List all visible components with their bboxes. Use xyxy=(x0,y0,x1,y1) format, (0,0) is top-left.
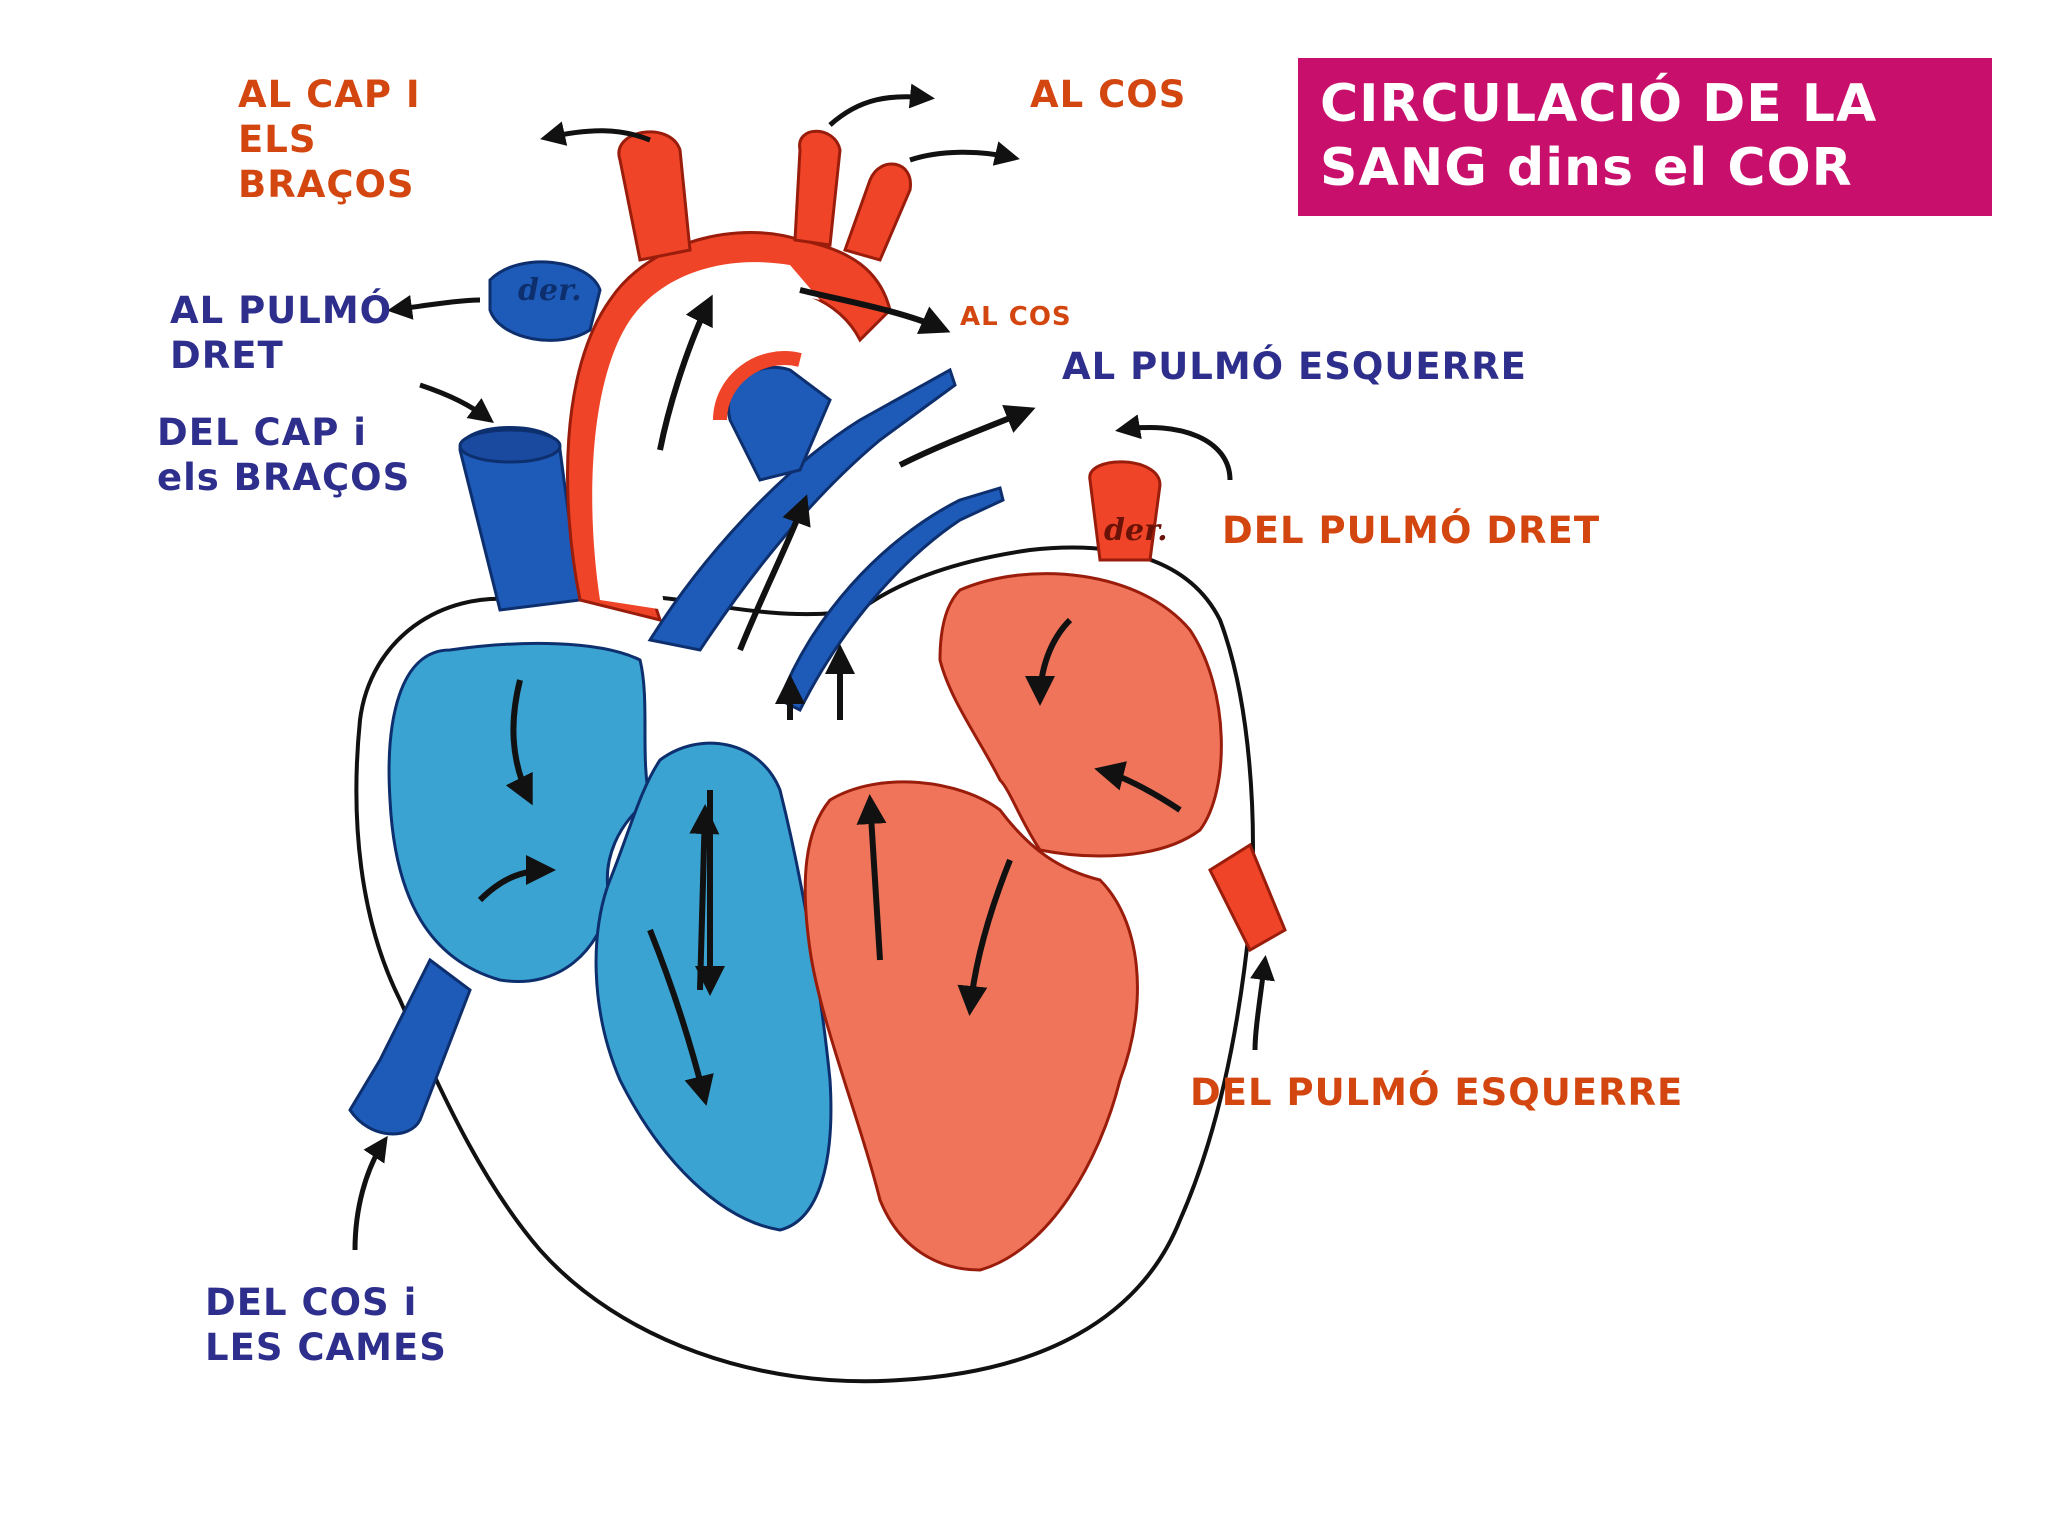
label-al-cos-top: AL COS xyxy=(1030,73,1187,116)
label-del-pulmo-esquerre: DEL PULMÓ ESQUERRE xyxy=(1190,1071,1684,1114)
inferior-vena-cava xyxy=(348,957,472,1136)
title-banner: CIRCULACIÓ DE LA SANG dins el COR xyxy=(1298,58,1992,216)
label-al-cap-bracos: AL CAP I ELS BRAÇOS xyxy=(238,72,421,207)
pulmonary-vein-mark: der. xyxy=(1104,513,1168,548)
title-line-1: CIRCULACIÓ DE LA xyxy=(1320,74,1878,134)
label-del-pulmo-dret: DEL PULMÓ DRET xyxy=(1222,509,1601,552)
flow-arrows xyxy=(477,287,1182,1106)
right-pulmonary-artery xyxy=(488,260,602,342)
label-al-cos-small: AL COS xyxy=(960,302,1072,332)
label-arrows xyxy=(352,83,1275,1251)
left-pulmonary-vein xyxy=(1208,842,1287,953)
label-line: DEL COS i xyxy=(205,1281,418,1324)
subclavian-artery xyxy=(843,162,912,262)
label-del-cap-bracos: DEL CAP i els BRAÇOS xyxy=(157,410,410,500)
title-line-2: SANG dins el COR xyxy=(1320,138,1853,198)
label-line: els BRAÇOS xyxy=(157,456,411,500)
right-pulmonary-vein xyxy=(1088,460,1162,562)
label-line: DRET xyxy=(170,334,284,378)
label-del-cos-cames: DEL COS i LES CAMES xyxy=(205,1280,447,1370)
label-line: AL CAP I xyxy=(238,73,421,116)
label-line: LES CAMES xyxy=(205,1326,447,1370)
left-ventricle xyxy=(803,780,1139,1272)
left-atrium xyxy=(938,572,1223,858)
label-line: DEL CAP i xyxy=(157,411,367,454)
vena-cava-mark: der. xyxy=(518,273,582,308)
label-al-pulmo-dret: AL PULMÓ DRET xyxy=(170,288,392,378)
label-line: ELS xyxy=(238,118,317,162)
label-al-pulmo-esquerre: AL PULMÓ ESQUERRE xyxy=(1062,345,1527,388)
brachiocephalic-artery xyxy=(617,130,692,262)
carotid-artery xyxy=(793,129,842,247)
label-line: AL PULMÓ xyxy=(170,289,393,332)
label-line: BRAÇOS xyxy=(238,163,415,207)
